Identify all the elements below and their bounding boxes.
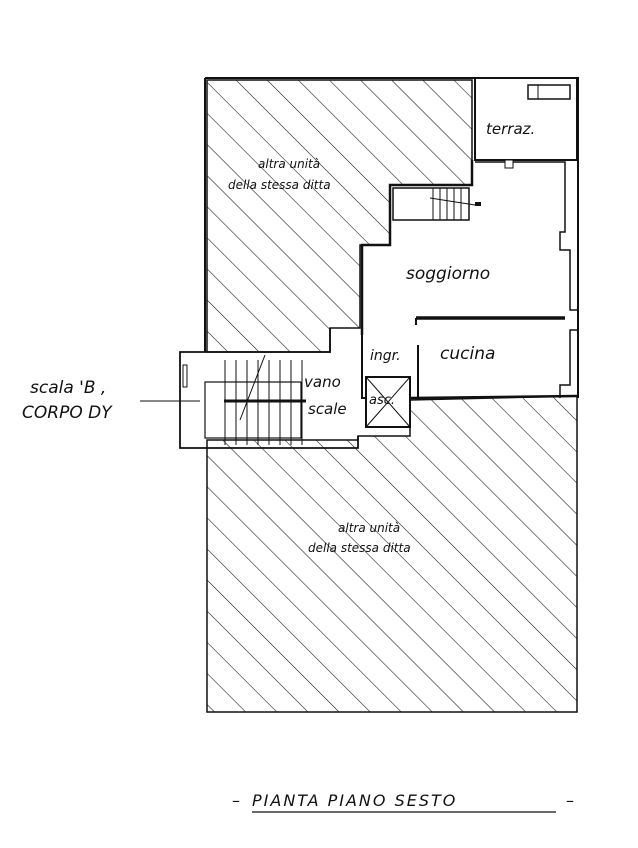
apartment-wall-right — [475, 161, 579, 398]
lift-cross-2 — [365, 376, 411, 428]
terrace-room — [474, 77, 578, 161]
room-label-terrace: terraz. — [486, 120, 535, 138]
hatched-upper-line2: della stessa ditta — [228, 178, 331, 192]
internal-stair — [392, 187, 470, 221]
hatched-lower-line1: altra unità — [338, 521, 400, 535]
apartment-wall — [360, 160, 474, 335]
room-label-stairwell-2: scale — [308, 400, 347, 418]
side-label-line2: CORPO DY — [22, 403, 113, 423]
internal-stair-treads — [429, 188, 476, 220]
terrace-window — [527, 84, 571, 100]
title-dash-right: – — [566, 791, 574, 810]
hatched-lower-line2: della stessa ditta — [308, 541, 411, 555]
pillar — [504, 159, 514, 169]
title-dash-left: – — [232, 791, 240, 810]
stairwell-wall — [179, 328, 359, 449]
hatched-upper-line1: altra unità — [258, 157, 320, 171]
side-label-line1: scala 'B , — [30, 378, 106, 398]
drawing-title: PIANTA PIANO SESTO — [252, 791, 457, 810]
stairwell-window — [182, 364, 188, 388]
internal-stair-marker — [475, 202, 481, 206]
kitchen-wall-bottom — [409, 394, 578, 400]
stairwell-landing — [204, 381, 302, 439]
room-label-entrance: ingr. — [370, 348, 401, 364]
room-label-stairwell-1: vano — [304, 373, 341, 391]
room-label-living: soggiorno — [406, 264, 490, 284]
room-label-lift: asc. — [369, 393, 395, 408]
room-label-kitchen: cucina — [440, 344, 495, 364]
